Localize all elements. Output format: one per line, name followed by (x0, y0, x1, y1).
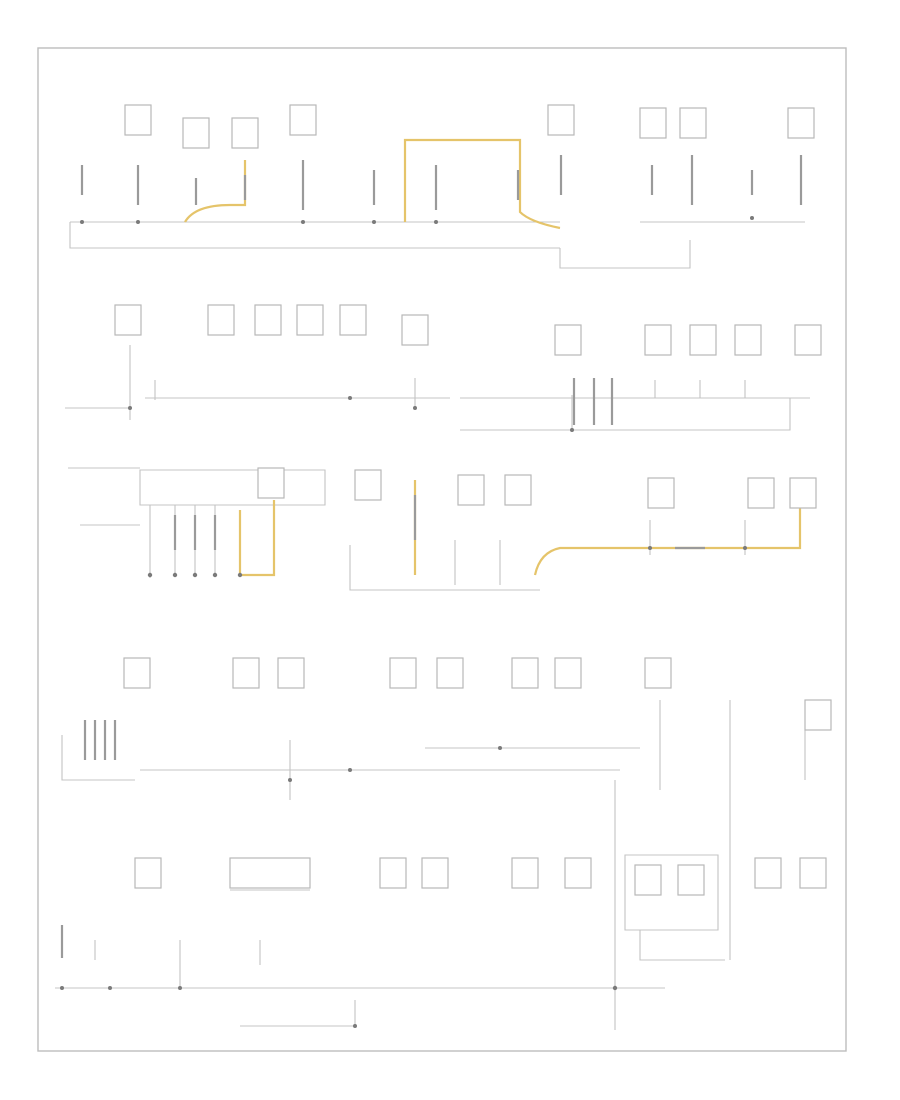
section-5 (55, 854, 827, 1028)
diagram-frame (37, 47, 847, 1052)
section-2-nodes (128, 396, 574, 432)
section-4 (61, 657, 832, 1030)
section-5-components (134, 857, 827, 896)
section-3-connectors (173, 495, 705, 550)
section-2 (65, 304, 822, 432)
section-3 (68, 467, 817, 591)
section-1-nodes (80, 216, 754, 224)
section-4-components (123, 657, 832, 731)
section-3-nodes (147, 546, 747, 578)
section-2-components (114, 304, 822, 356)
section-1-connectors (80, 155, 803, 210)
section-4-connectors (83, 720, 117, 760)
section-4-nodes (288, 746, 502, 782)
section-5-nodes (60, 985, 618, 1028)
section-3-components (257, 467, 817, 509)
section-2-connectors (572, 378, 614, 425)
section-1-components (124, 104, 815, 149)
section-1 (69, 104, 815, 269)
